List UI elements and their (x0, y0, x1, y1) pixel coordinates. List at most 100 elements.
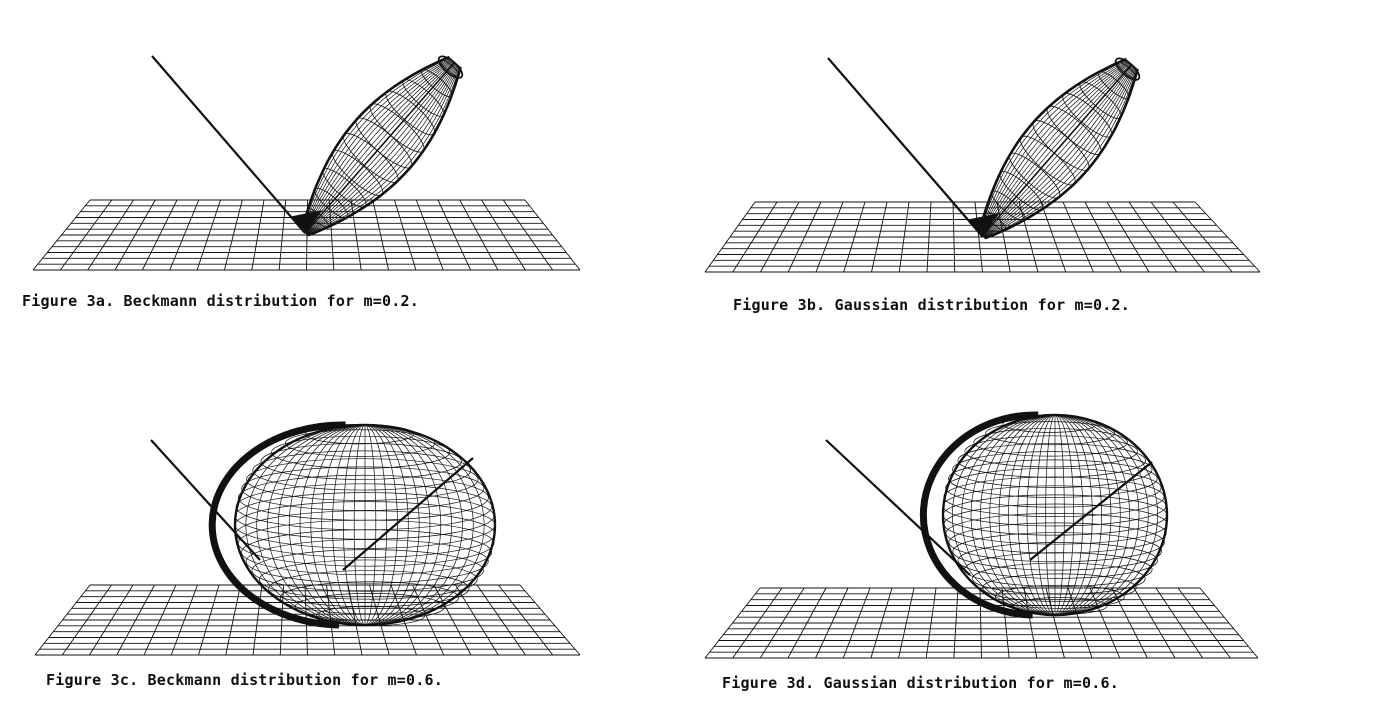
lobe-meridian (980, 61, 1130, 235)
figure-3b-plot (700, 40, 1340, 290)
lobe-meridian (364, 424, 431, 626)
lobe-meridian (267, 424, 366, 626)
lobe-meridian (342, 424, 366, 626)
lobe-meridian (305, 62, 457, 234)
lobe-meridian (364, 424, 409, 626)
lobe-ring (957, 542, 1158, 579)
lobe-axis (1029, 461, 1153, 561)
lobe-ring (957, 443, 1146, 478)
lobe-outline (941, 413, 1169, 617)
lobe-meridian (299, 424, 366, 626)
lobe-ring (279, 581, 459, 615)
lobe-meridian (306, 65, 460, 235)
lobe-meridian (302, 57, 451, 232)
lobe-meridian (970, 414, 1056, 616)
lobe-meridian (305, 62, 456, 234)
lobe-outline-shadow (208, 421, 346, 629)
lobe-meridian (353, 424, 366, 626)
lobe-axis (981, 63, 1133, 237)
lobe-ring (237, 519, 495, 567)
lobe-axis (304, 61, 456, 234)
surface-grid (704, 201, 1261, 273)
lobe-ring (252, 450, 472, 491)
lobe-meridian (245, 424, 366, 626)
lobe-meridian (1054, 414, 1149, 616)
lobe-ring (948, 459, 1158, 498)
lobe-meridian (256, 424, 366, 626)
lobe-ring (943, 476, 1165, 517)
lobe-meridian (1007, 414, 1056, 616)
lobe-meridian (1054, 414, 1131, 616)
lobe-meridian (1054, 414, 1159, 616)
lobe-meridian (364, 424, 474, 626)
lobe-ring (235, 483, 493, 531)
lobe-meridian (979, 60, 1129, 235)
lobe-ring (945, 467, 1162, 508)
lobe-meridian (303, 59, 453, 233)
lobe-meridian (989, 414, 1056, 616)
lobe-meridian (303, 60, 454, 233)
figure-3b-caption: Figure 3b. Gaussian distribution for m=0… (733, 296, 1130, 314)
figure-3d-plot (700, 410, 1340, 660)
lobe-ring (952, 451, 1153, 488)
lobe-ring (972, 562, 1146, 595)
lobe-meridian (1054, 414, 1093, 616)
lobe-meridian (984, 68, 1138, 239)
lobe-meridian (364, 424, 377, 626)
figure-3c-caption: Figure 3c. Beckmann distribution for m=0… (46, 671, 443, 689)
lobe-ring (234, 492, 495, 540)
figure-3a-plot (25, 40, 665, 290)
lobe-meridian (1035, 414, 1056, 616)
lobe-meridian (364, 424, 388, 626)
lobe-meridian (981, 62, 1132, 236)
lobe-ring (268, 570, 470, 608)
lobe-ring (241, 466, 485, 511)
lobe-meridian (1054, 414, 1065, 616)
lobe-meridian (979, 414, 1056, 616)
lobe-meridian (1054, 414, 1075, 616)
lobe-ring (964, 552, 1153, 587)
lobe-meridian (288, 424, 366, 626)
lobe-ring (952, 532, 1162, 571)
lobe-ring (260, 442, 462, 480)
lobe-outline-shadow (919, 411, 1039, 619)
lobe-meridian (1054, 414, 1121, 616)
lobe-meridian (1054, 414, 1140, 616)
incident-ray (825, 439, 971, 576)
lobe-meridian (310, 424, 366, 626)
lobe-meridian (961, 414, 1056, 616)
lobe-meridian (1054, 414, 1112, 616)
lobe-ring (294, 593, 446, 621)
lobe-ring (964, 435, 1138, 468)
lobe-ring (948, 522, 1165, 563)
lobe-meridian (983, 67, 1137, 238)
lobe-meridian (982, 64, 1134, 237)
lobe-meridian (364, 424, 420, 626)
lobe-meridian (302, 58, 452, 232)
figure-3c-plot (25, 410, 665, 660)
lobe-meridian (1054, 414, 1084, 616)
lobe-ring (271, 435, 451, 469)
lobe-meridian (981, 63, 1132, 236)
lobe-meridian (303, 59, 453, 232)
lobe-meridian (364, 424, 398, 626)
lobe-meridian (998, 414, 1056, 616)
lobe-meridian (307, 66, 461, 236)
figure-3a-caption: Figure 3a. Beckmann distribution for m=0… (22, 292, 419, 310)
lobe-meridian (305, 64, 458, 235)
lobe-ring (241, 529, 493, 576)
lobe-ring (246, 458, 479, 501)
lobe-meridian (306, 64, 459, 235)
reflection-lobe (919, 411, 1169, 619)
lobe-base (967, 213, 1000, 237)
lobe-outline (233, 423, 497, 627)
figure-3d-caption: Figure 3d. Gaussian distribution for m=0… (722, 674, 1119, 692)
lobe-meridian (364, 424, 442, 626)
lobe-meridian (980, 62, 1131, 236)
lobe-ring (942, 485, 1167, 527)
incident-ray (827, 57, 983, 237)
lobe-meridian (1017, 414, 1056, 616)
lobe-meridian (982, 66, 1135, 238)
reflection-lobe (967, 57, 1141, 240)
lobe-meridian (364, 424, 463, 626)
